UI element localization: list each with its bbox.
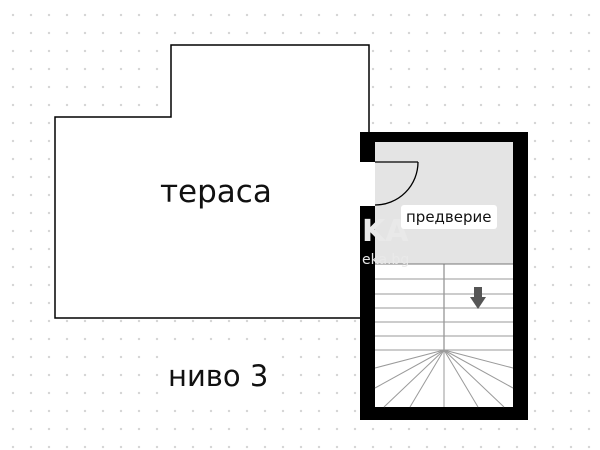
level-label: ниво 3 (160, 354, 277, 398)
door-swing-icon (374, 161, 419, 206)
room-label-terrace: тераса (156, 172, 276, 212)
stair-wall-right (513, 132, 528, 420)
arrow-down-icon (470, 287, 486, 309)
hall-area (375, 142, 513, 264)
stair-wall-top (360, 132, 528, 142)
door-opening (360, 162, 375, 206)
stair-wall-bottom (360, 407, 528, 420)
room-label-hall: предверие (401, 205, 497, 229)
